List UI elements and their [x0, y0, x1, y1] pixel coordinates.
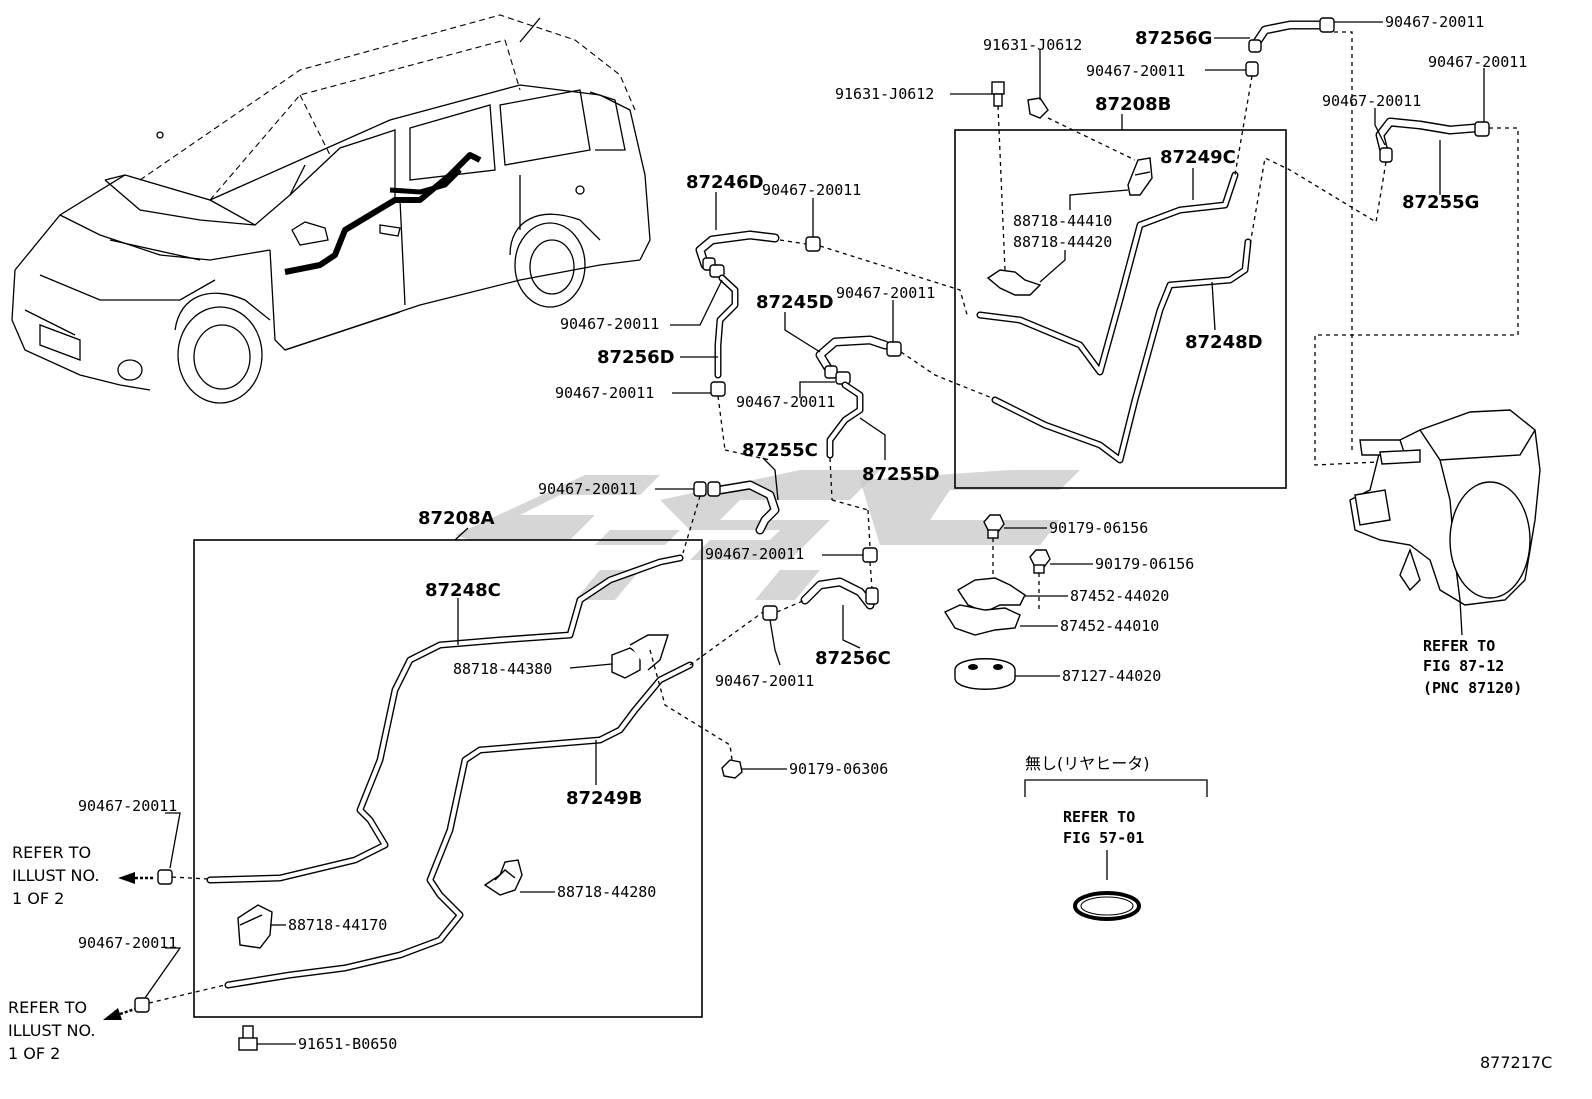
- assembly-box-87208a: [193, 539, 703, 1018]
- label-clamp-87245d-right: 90467-20011: [836, 284, 935, 302]
- label-clamp-87255g-right: 90467-20011: [1428, 53, 1527, 71]
- label-clamp-left-lower: 90467-20011: [78, 934, 177, 952]
- bolt-91631-j0612-b: [1027, 97, 1049, 119]
- label-87248c: 87248C: [425, 580, 501, 601]
- label-87255c: 87255C: [742, 440, 818, 461]
- label-87246d: 87246D: [686, 172, 764, 193]
- refer-fig87-line2: FIG 87-12: [1423, 657, 1504, 675]
- rear-heater-unit: [1349, 409, 1541, 606]
- refer-illust-lower-line3: 1 OF 2: [8, 1044, 60, 1063]
- hose-87256c: [800, 577, 879, 610]
- label-91631-j0612-b: 91631-J0612: [983, 36, 1082, 54]
- hose-87255d: [826, 381, 864, 459]
- refer-illust-lower-line1: REFER TO: [8, 998, 87, 1017]
- label-91651-b0650: 91651-B0650: [298, 1035, 397, 1053]
- arrow-left-lower: [103, 1008, 122, 1020]
- clip-88718-44170: [237, 904, 273, 949]
- label-88718-44170: 88718-44170: [288, 916, 387, 934]
- refer-illust-upper-line3: 1 OF 2: [12, 889, 64, 908]
- label-87208a: 87208A: [418, 508, 495, 529]
- label-88718-44410: 88718-44410: [1013, 212, 1112, 230]
- label-88718-44380: 88718-44380: [453, 660, 552, 678]
- clip-88718-44410: [1127, 157, 1153, 196]
- label-87255g: 87255G: [1402, 192, 1479, 213]
- label-clamp-87255g-left: 90467-20011: [1322, 92, 1421, 110]
- label-clamp-87256d-top: 90467-20011: [560, 315, 659, 333]
- refer-fig87-line3: (PNC 87120): [1423, 679, 1522, 697]
- label-87208b: 87208B: [1095, 94, 1171, 115]
- clamp-87245d-left: [824, 365, 851, 385]
- pipe-87249b: [224, 661, 694, 989]
- clip-88718-44420: [986, 269, 1042, 296]
- assembly-box-87208b: [954, 129, 1287, 489]
- clip-88718-44280: [483, 859, 523, 896]
- nut-90179-06156-a: [983, 514, 1005, 539]
- label-87452-44020: 87452-44020: [1070, 587, 1169, 605]
- hose-87246d: [695, 230, 780, 278]
- label-88718-44280: 88718-44280: [557, 883, 656, 901]
- refer-illust-upper-line1: REFER TO: [12, 843, 91, 862]
- label-87249b: 87249B: [566, 788, 642, 809]
- label-87127-44020: 87127-44020: [1062, 667, 1161, 685]
- hose-87255c: [707, 480, 780, 535]
- label-87256g: 87256G: [1135, 28, 1212, 49]
- nut-90179-06306: [721, 759, 743, 779]
- label-clamp-87256g-lower: 90467-20011: [1086, 62, 1185, 80]
- pipe-87249c: [976, 171, 1239, 376]
- pipe-87248c: [206, 554, 684, 884]
- vehicle-illustration: [11, 14, 651, 404]
- nut-90179-06156-b: [1029, 549, 1051, 574]
- label-90179-06156-a: 90179-06156: [1049, 519, 1148, 537]
- clamp-87256d-bottom: [710, 381, 726, 397]
- label-87256d: 87256D: [597, 347, 675, 368]
- clip-88718-44380: [611, 634, 669, 679]
- label-clamp-87245d-left: 90467-20011: [736, 393, 835, 411]
- label-91631-j0612-a: 91631-J0612: [835, 85, 934, 103]
- label-87249c: 87249C: [1160, 147, 1236, 168]
- insulator-87127-44020: [954, 658, 1016, 690]
- refer-fig57-line1: REFER TO: [1063, 808, 1135, 826]
- label-clamp-87246d-right: 90467-20011: [762, 181, 861, 199]
- hose-87256g: [1248, 17, 1335, 53]
- label-87245d: 87245D: [756, 292, 834, 313]
- bolt-91631-j0612-a: [991, 81, 1005, 107]
- hose-87255g: [1375, 117, 1490, 163]
- clamp-87256g-lower: [1245, 61, 1259, 77]
- label-clamp-87256c-top: 90467-20011: [705, 545, 804, 563]
- clamp-87256c-top: [862, 547, 878, 563]
- label-clamp-87256d-bottom: 90467-20011: [555, 384, 654, 402]
- label-clamp-left-upper: 90467-20011: [78, 797, 177, 815]
- refer-illust-upper-line2: ILLUST NO.: [12, 866, 99, 885]
- pipe-87248d: [991, 238, 1252, 464]
- label-87256c: 87256C: [815, 648, 891, 669]
- o-ring-seal: [1073, 891, 1141, 921]
- label-87452-44010: 87452-44010: [1060, 617, 1159, 635]
- clamp-87245d-right: [886, 341, 902, 357]
- label-clamp-87256g-right: 90467-20011: [1385, 13, 1484, 31]
- refer-illust-lower-line2: ILLUST NO.: [8, 1021, 95, 1040]
- hose-87245d: [815, 335, 890, 373]
- refer-fig57-note: 無し(リヤヒータ): [1025, 754, 1150, 773]
- hose-87256d: [714, 274, 739, 379]
- label-clamp-87256c-left: 90467-20011: [715, 672, 814, 690]
- arrow-left-upper: [118, 872, 135, 884]
- clamp-left-lower: [134, 997, 150, 1013]
- refer-fig57-line2: FIG 57-01: [1063, 829, 1144, 847]
- figure-code: 877217C: [1480, 1053, 1552, 1072]
- bolt-91651-b0650: [238, 1025, 258, 1051]
- label-87248d: 87248D: [1185, 332, 1263, 353]
- label-88718-44420: 88718-44420: [1013, 233, 1112, 251]
- label-87255d: 87255D: [862, 464, 940, 485]
- label-90179-06306: 90179-06306: [789, 760, 888, 778]
- bracket-87452-44010: [943, 604, 1021, 636]
- label-clamp-87255c-left: 90467-20011: [538, 480, 637, 498]
- clamp-left-upper: [157, 869, 173, 885]
- label-90179-06156-b: 90179-06156: [1095, 555, 1194, 573]
- clamp-87256c-left: [762, 605, 778, 621]
- clamp-87255c-left: [693, 481, 707, 497]
- refer-fig87-line1: REFER TO: [1423, 637, 1495, 655]
- clamp-87246d-right: [805, 236, 821, 252]
